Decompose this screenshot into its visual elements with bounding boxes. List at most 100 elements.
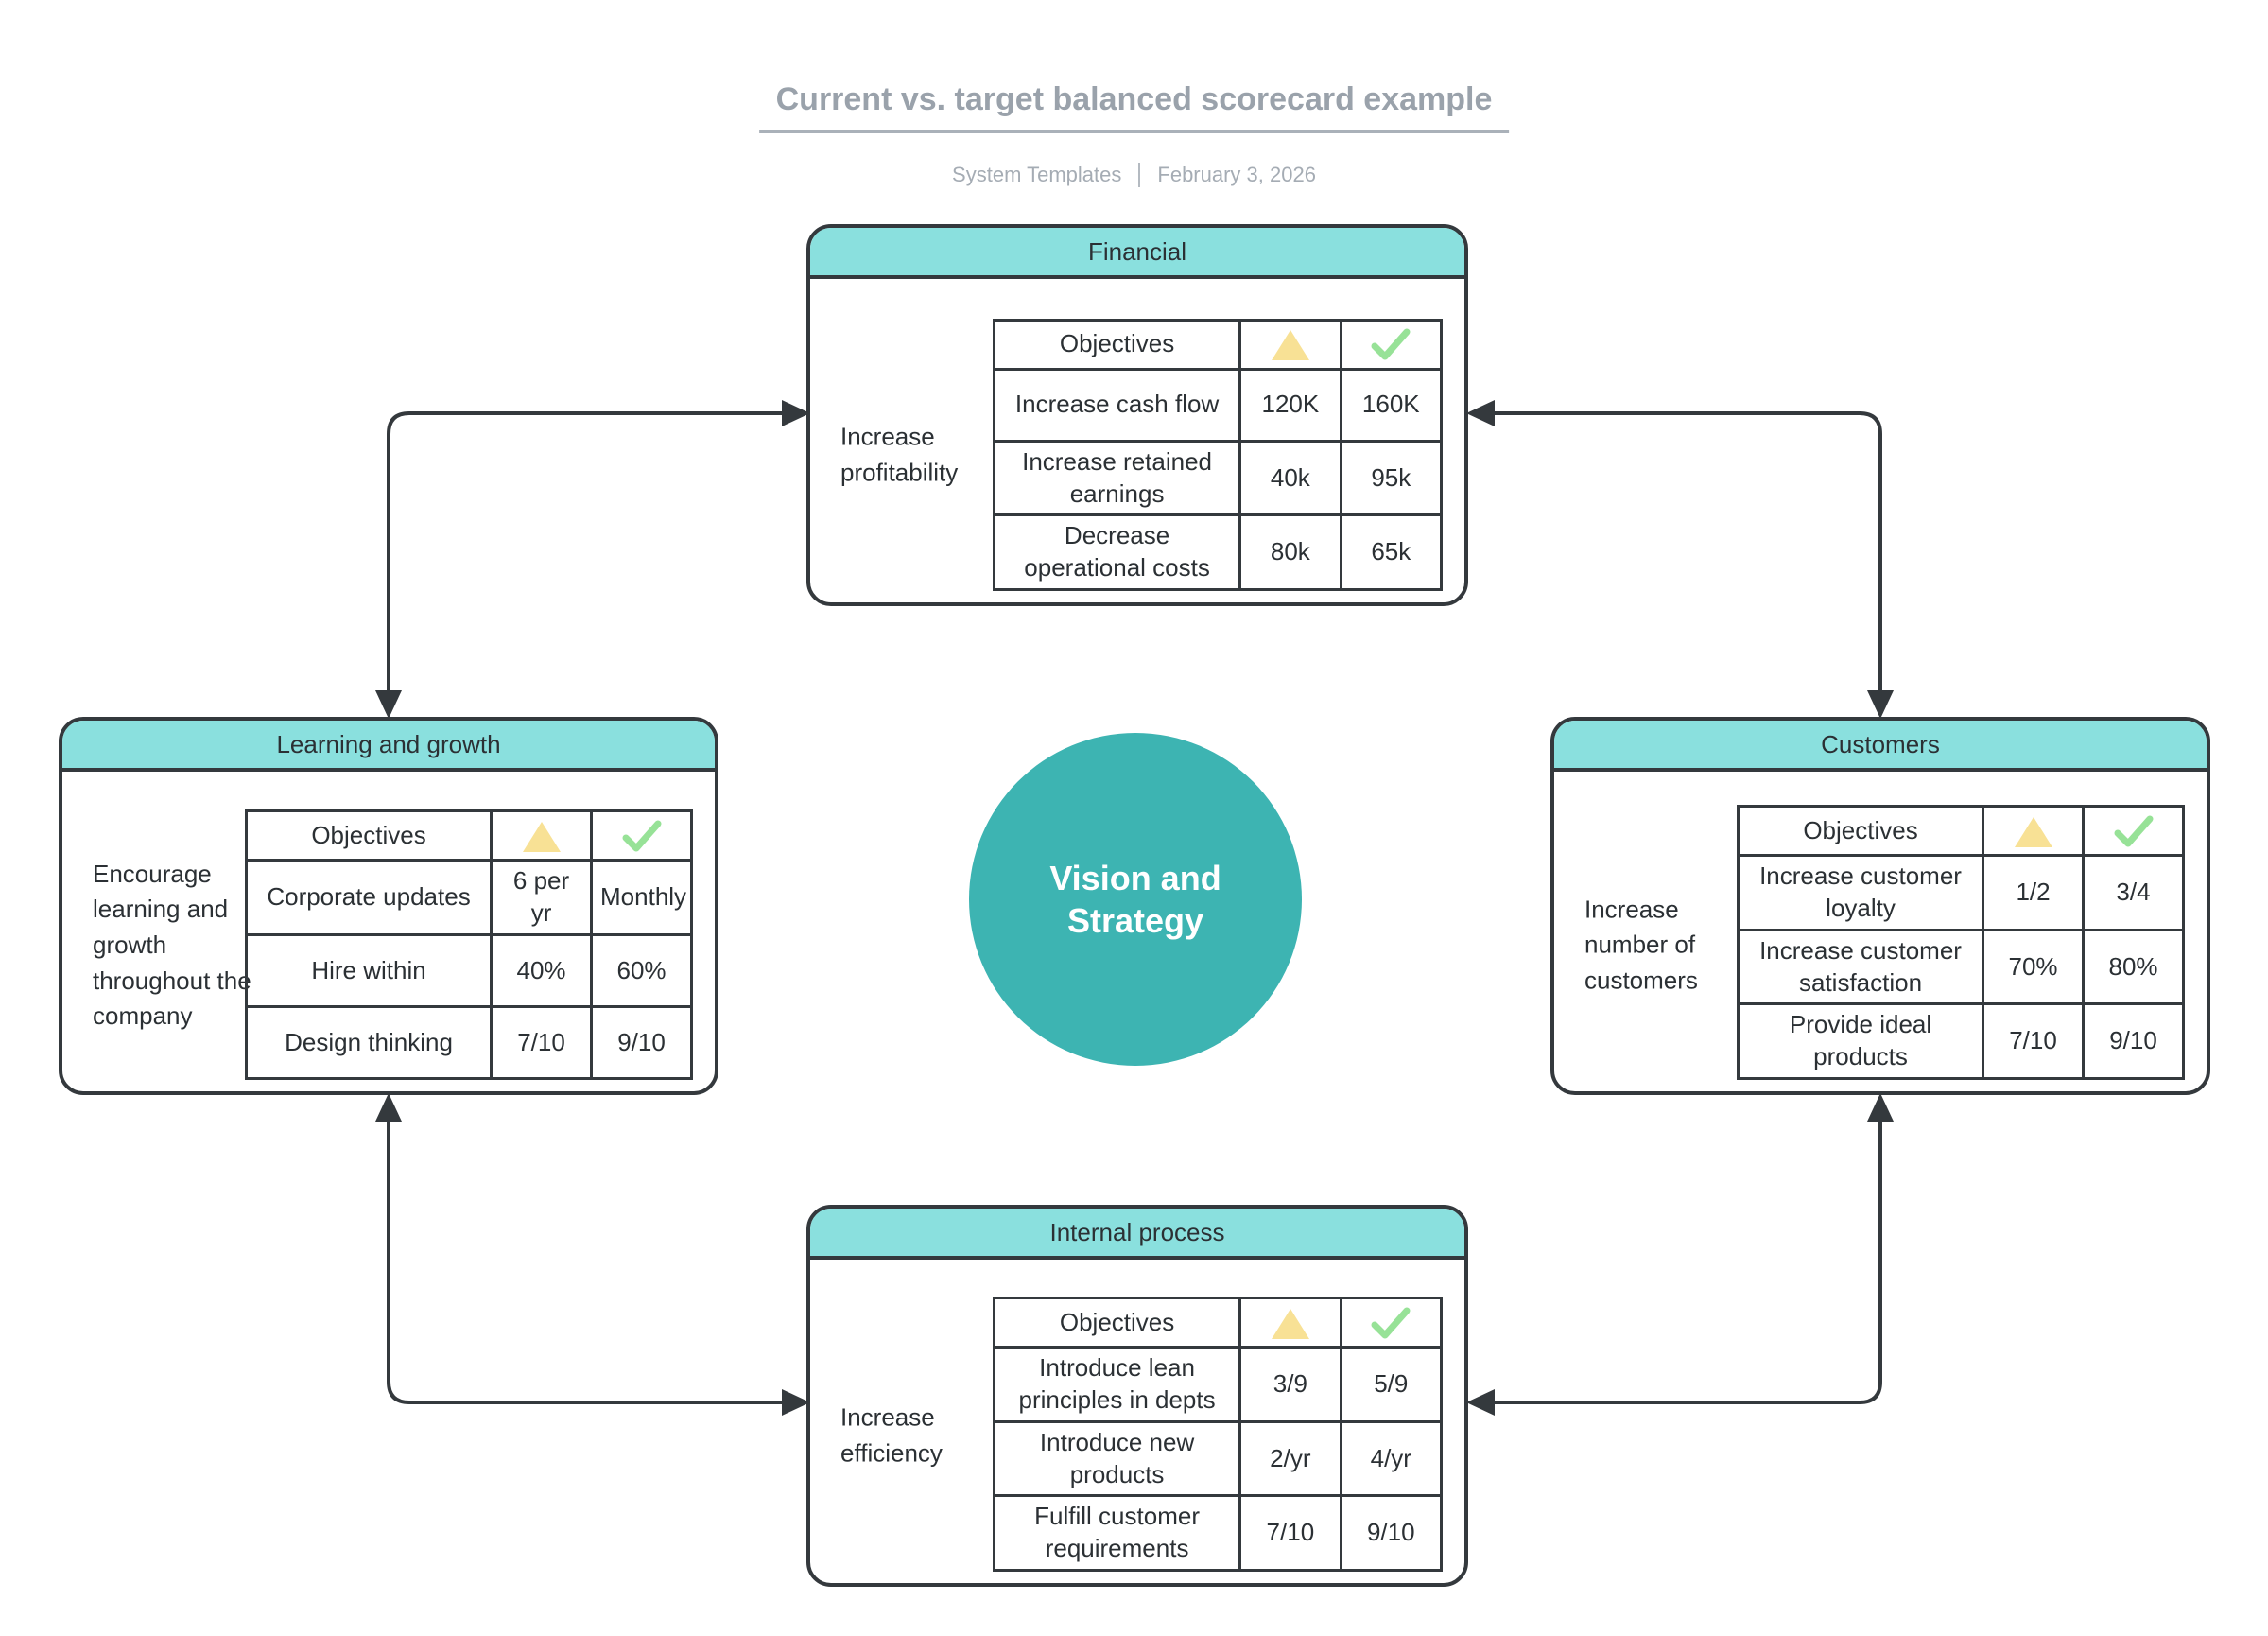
table-header-row: Objectives (1736, 805, 2185, 858)
target-header-cell (1339, 1297, 1444, 1349)
learning-growth-card-body: Encourage learning and growth throughout… (62, 772, 715, 1088)
target-cell: Monthly (590, 859, 693, 936)
table-row: Hire within 40% 60% (244, 933, 693, 1008)
check-icon (1371, 1307, 1411, 1339)
objective-cell: Fulfill customer requirements (992, 1494, 1242, 1572)
table-header-row: Objectives (992, 1297, 1444, 1349)
financial-card-body: Increase profitability Objectives Increa… (810, 279, 1464, 599)
current-header-cell (1982, 805, 2086, 858)
internal-process-side-label: Increase efficiency (840, 1402, 943, 1467)
current-cell: 80k (1238, 513, 1342, 591)
arrowhead-left (1466, 400, 1495, 426)
customers-side-label: Increase number of customers (1584, 895, 1698, 995)
internal-process-card: Internal process Increase efficiency Obj… (806, 1205, 1468, 1587)
target-cell: 9/10 (1339, 1494, 1444, 1572)
current-cell: 40% (490, 933, 594, 1008)
triangle-icon (1271, 1308, 1309, 1339)
financial-kpi-table: Objectives Increase cash flow 120K 160K … (992, 318, 1444, 591)
table-header-row: Objectives (992, 318, 1444, 371)
objective-cell: Increase customer loyalty (1736, 854, 1985, 931)
arrowhead-down (375, 690, 402, 719)
connector-customers-internal (1466, 1093, 1894, 1416)
check-icon (1371, 328, 1411, 360)
arrowhead-left (1466, 1389, 1495, 1416)
table-row: Increase customer loyalty 1/2 3/4 (1736, 854, 2185, 931)
objective-cell: Increase customer satisfaction (1736, 928, 1985, 1006)
connector-financial-customers (1466, 400, 1894, 719)
learning-growth-card: Learning and growth Encourage learning a… (59, 717, 718, 1095)
target-cell: 5/9 (1339, 1346, 1444, 1423)
table-row: Fulfill customer requirements 7/10 9/10 (992, 1494, 1444, 1572)
current-cell: 70% (1982, 928, 2086, 1006)
table-row: Corporate updates 6 per yr Monthly (244, 859, 693, 936)
table-header-row: Objectives (244, 809, 693, 862)
check-icon (622, 820, 661, 852)
connector-learning-financial (375, 400, 810, 719)
financial-card-title: Financial (1087, 236, 1187, 266)
internal-process-kpi-table: Objectives Introduce lean principles in … (992, 1297, 1444, 1572)
table-row: Provide ideal products 7/10 9/10 (1736, 1002, 2185, 1080)
triangle-icon (2014, 816, 2052, 847)
target-cell: 80% (2082, 928, 2185, 1006)
learning-growth-card-header: Learning and growth (62, 721, 715, 772)
objectives-header-cell: Objectives (244, 809, 493, 862)
current-cell: 7/10 (490, 1005, 594, 1080)
target-cell: 160K (1339, 367, 1444, 443)
page-title: Current vs. target balanced scorecard ex… (758, 81, 1510, 133)
table-row: Design thinking 7/10 9/10 (244, 1005, 693, 1080)
current-header-cell (490, 809, 594, 862)
customers-card-body: Increase number of customers Objectives … (1554, 772, 2207, 1088)
vision-strategy-label: Vision and Strategy (1049, 859, 1221, 940)
arrowhead-up (375, 1093, 402, 1122)
learning-growth-kpi-table: Objectives Corporate updates 6 per yr Mo… (244, 809, 693, 1080)
customers-card-title: Customers (1821, 729, 1940, 758)
objective-cell: Introduce new products (992, 1419, 1242, 1498)
customers-card-header: Customers (1554, 721, 2207, 772)
objectives-header-cell: Objectives (992, 318, 1242, 371)
target-cell: 65k (1339, 513, 1444, 591)
target-header-cell (590, 809, 693, 862)
table-row: Increase customer satisfaction 70% 80% (1736, 928, 2185, 1006)
objective-cell: Corporate updates (244, 859, 493, 936)
triangle-icon (1271, 330, 1309, 361)
vision-strategy-circle: Vision and Strategy (969, 733, 1302, 1066)
table-row: Decrease operational costs 80k 65k (992, 513, 1444, 591)
objective-cell: Design thinking (244, 1005, 493, 1080)
objectives-header-cell: Objectives (992, 1297, 1242, 1349)
objective-cell: Introduce lean principles in depts (992, 1346, 1242, 1423)
target-cell: 9/10 (590, 1005, 693, 1080)
table-row: Increase cash flow 120K 160K (992, 367, 1444, 443)
objective-cell: Increase cash flow (992, 367, 1242, 443)
connector-internal-learning (375, 1093, 810, 1416)
learning-growth-card-title: Learning and growth (276, 729, 501, 758)
current-cell: 7/10 (1982, 1002, 2086, 1080)
target-header-cell (2082, 805, 2185, 858)
table-row: Increase retained earnings 40k 95k (992, 439, 1444, 517)
financial-side-label: Increase profitability (840, 422, 959, 486)
target-cell: 4/yr (1339, 1419, 1444, 1498)
date: February 3, 2026 (1157, 163, 1316, 186)
financial-card: Financial Increase profitability Objecti… (806, 224, 1468, 606)
table-row: Introduce new products 2/yr 4/yr (992, 1419, 1444, 1498)
current-cell: 120K (1238, 367, 1342, 443)
target-cell: 95k (1339, 439, 1444, 517)
internal-process-card-body: Increase efficiency Objectives Introduce… (810, 1260, 1464, 1579)
byline: System Templates (952, 163, 1122, 186)
target-cell: 60% (590, 933, 693, 1008)
customers-kpi-table: Objectives Increase customer loyalty 1/2… (1736, 805, 2185, 1080)
financial-card-header: Financial (810, 228, 1464, 279)
current-cell: 6 per yr (490, 859, 594, 936)
current-cell: 1/2 (1982, 854, 2086, 931)
current-cell: 2/yr (1238, 1419, 1342, 1498)
current-header-cell (1238, 318, 1342, 371)
internal-process-card-title: Internal process (1049, 1217, 1225, 1246)
target-cell: 3/4 (2082, 854, 2185, 931)
arrowhead-down (1867, 690, 1894, 719)
subtitle-divider (1138, 163, 1141, 187)
check-icon (2114, 815, 2153, 847)
current-header-cell (1238, 1297, 1342, 1349)
customers-card: Customers Increase number of customers O… (1550, 717, 2210, 1095)
arrowhead-up (1867, 1093, 1894, 1122)
current-cell: 3/9 (1238, 1346, 1342, 1423)
